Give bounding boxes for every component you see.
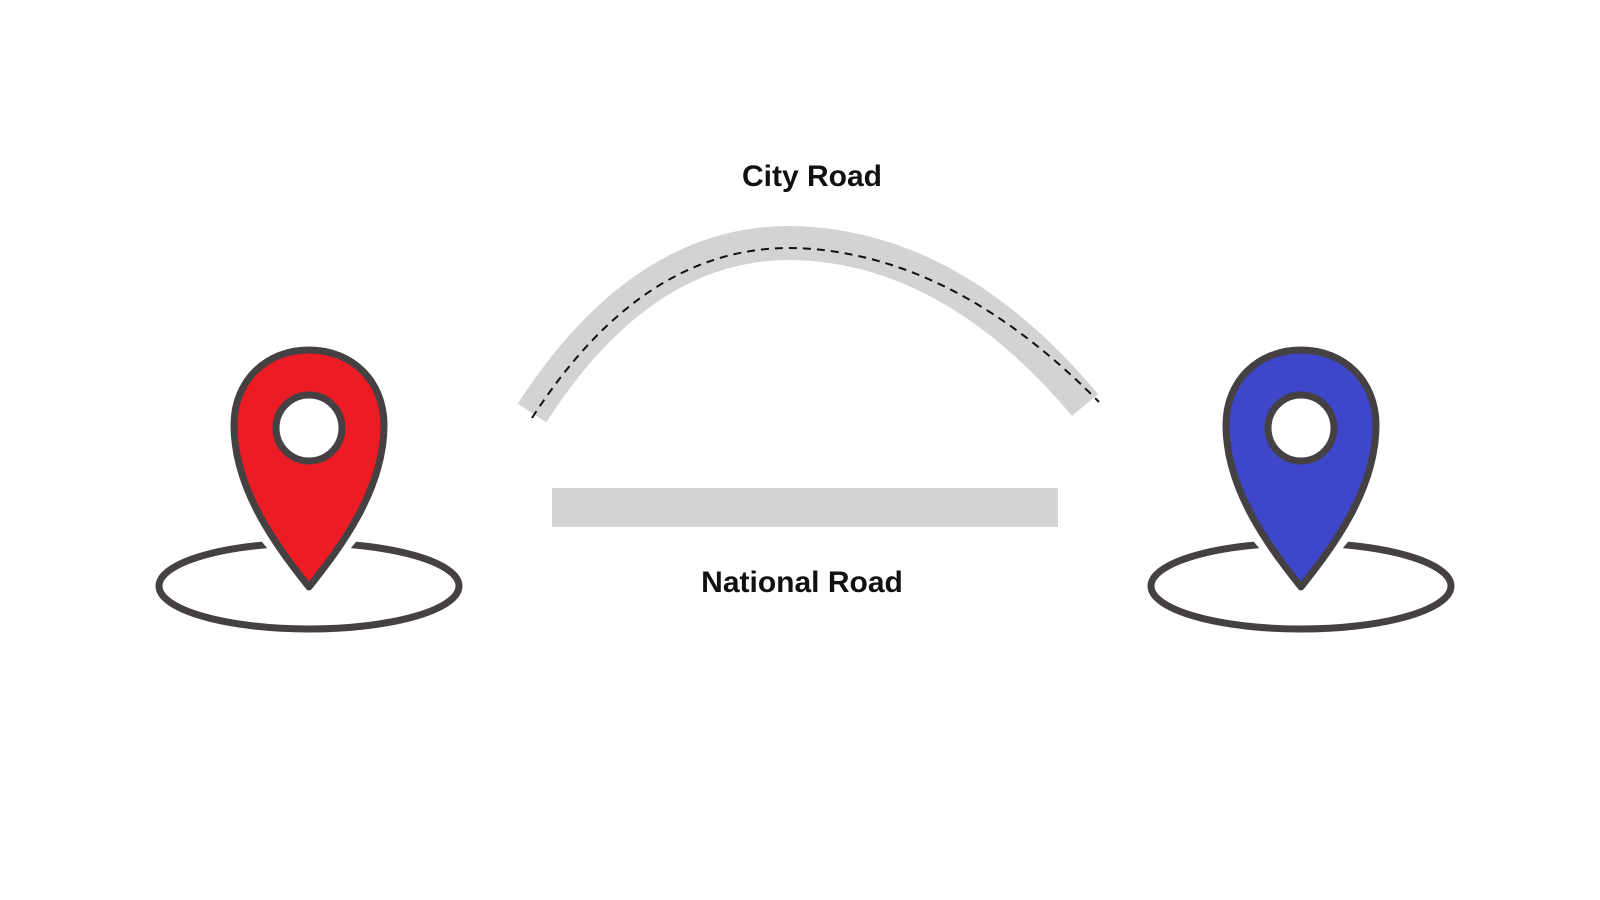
origin-pin-hole: [272, 391, 346, 465]
city-road-label: City Road: [742, 160, 882, 193]
map-pin-icon: [230, 346, 388, 591]
destination-pin-hole: [1264, 391, 1338, 465]
origin-location-marker: [155, 346, 463, 633]
national-road-label: National Road: [701, 566, 903, 599]
destination-location-marker: [1147, 346, 1455, 633]
map-pin-icon: [1222, 346, 1380, 591]
city-road: [517, 226, 1100, 423]
national-road: [552, 488, 1058, 527]
city-road-surface: [517, 226, 1099, 423]
